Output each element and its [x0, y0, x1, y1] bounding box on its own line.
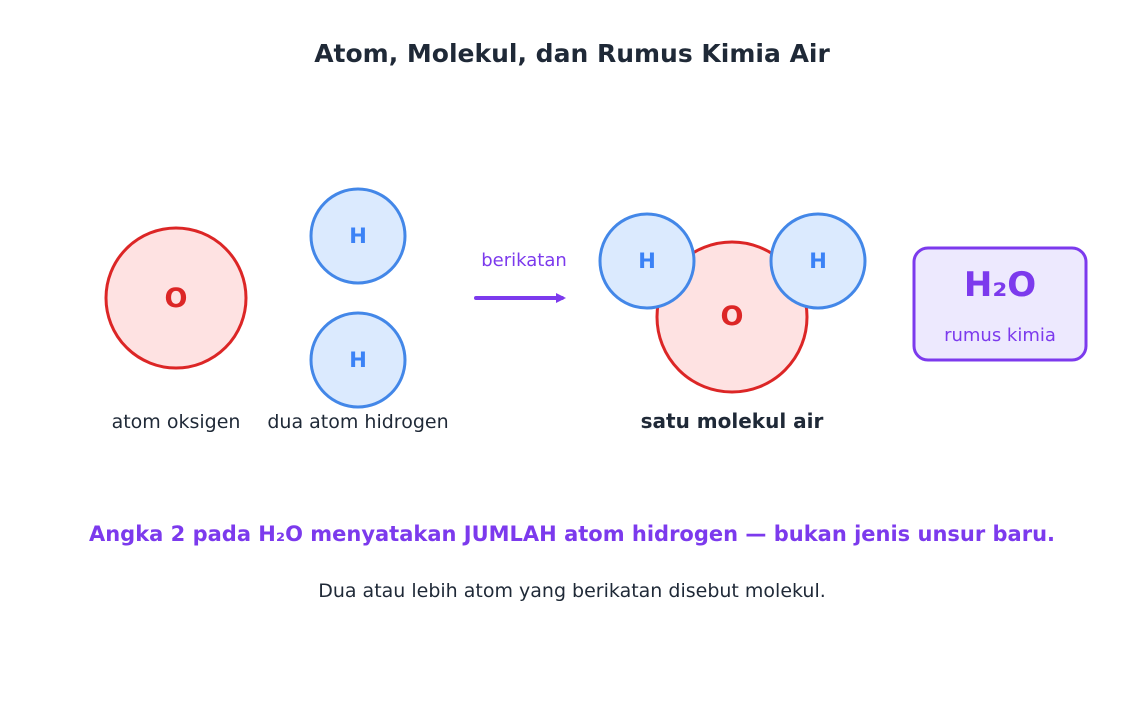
diagram-title: Atom, Molekul, dan Rumus Kimia Air: [314, 39, 830, 68]
formula-text: H₂O: [964, 265, 1036, 305]
molecule-caption: satu molekul air: [641, 409, 824, 433]
molecule-hydrogen-right-symbol: H: [809, 249, 827, 273]
reactant-hydrogen-atom-top: H: [309, 187, 407, 285]
oxygen-atom-symbol: O: [165, 283, 188, 314]
molecule-oxygen-symbol: O: [721, 301, 744, 332]
hydrogen-atom-top-symbol: H: [349, 224, 367, 248]
hydrogen-atom-top-circle: [309, 187, 407, 285]
subscript-note: Angka 2 pada H₂O menyatakan JUMLAH atom …: [89, 522, 1055, 546]
arrow-label: berikatan: [481, 250, 567, 271]
formula-box-frame: [912, 246, 1088, 362]
oxygen-caption: atom oksigen: [112, 411, 241, 433]
molecule-hydrogen-left-circle: [598, 212, 696, 310]
molecule-definition: Dua atau lebih atom yang berikatan diseb…: [318, 580, 826, 602]
hydrogen-caption: dua atom hidrogen: [267, 411, 448, 433]
formula-caption: rumus kimia: [944, 325, 1056, 346]
molecule-oxygen-circle: [655, 240, 809, 394]
reactant-oxygen-atom: O: [104, 226, 248, 370]
hydrogen-atom-bottom-circle: [309, 311, 407, 409]
molecule-hydrogen-right-circle: [769, 212, 867, 310]
formula-box: H₂O rumus kimia: [912, 246, 1088, 362]
oxygen-atom-circle: [104, 226, 248, 370]
molecule-hydrogen-left-symbol: H: [638, 249, 656, 273]
water-molecule: O H H: [598, 212, 867, 394]
reactant-hydrogen-atom-bottom: H: [309, 311, 407, 409]
hydrogen-atom-bottom-symbol: H: [349, 348, 367, 372]
